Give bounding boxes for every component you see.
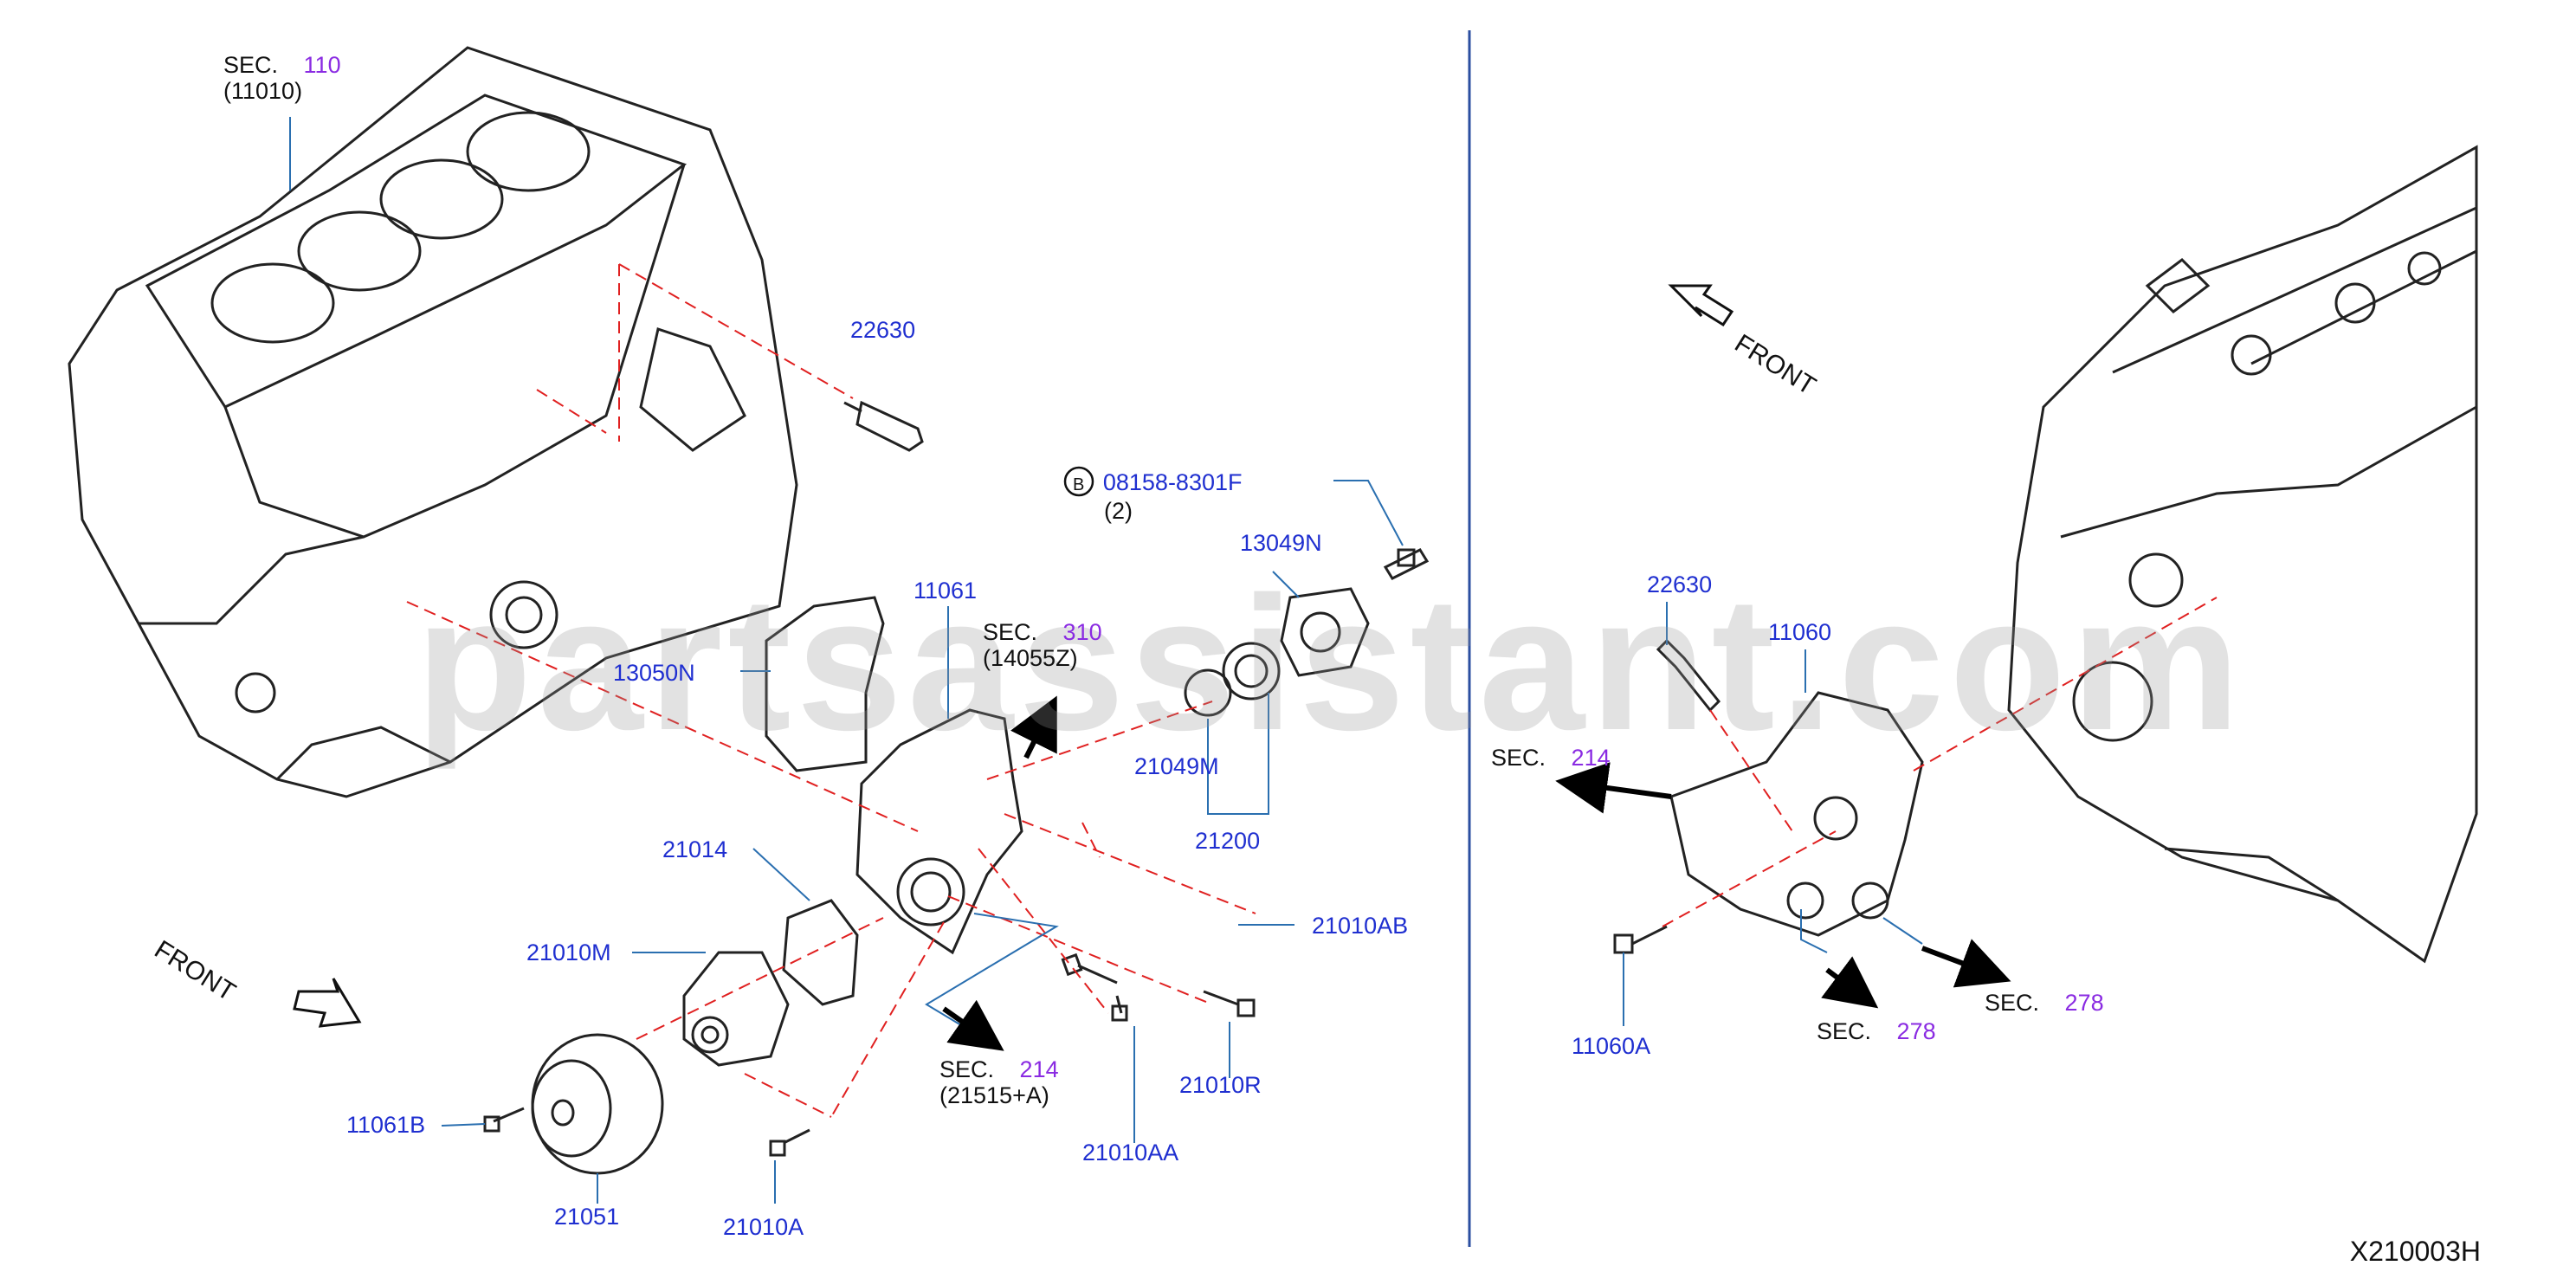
part-22630-right[interactable]: 22630 <box>1647 571 1713 597</box>
part-11061[interactable]: 11061 <box>914 578 978 604</box>
sec-label: SEC. <box>939 1056 995 1082</box>
part-21051[interactable]: 21051 <box>554 1204 620 1230</box>
part-11060A[interactable]: 11060A <box>1572 1033 1651 1059</box>
water-outlet-11060 <box>1669 691 1924 937</box>
sec-278-b-callout: SEC. 278 <box>1985 990 2104 1016</box>
gasket-13050N <box>765 596 885 772</box>
sec-number: 278 <box>1896 1018 1936 1044</box>
part-08158-8301F[interactable]: 08158-8301F <box>1102 469 1243 495</box>
water-pump-21010M <box>682 951 790 1067</box>
sec-110-callout: SEC. 110 (11010) <box>223 52 341 104</box>
front-arrow-left-icon <box>293 978 362 1028</box>
part-11060[interactable]: 11060 <box>1768 619 1832 645</box>
sec-sub: (11010) <box>223 78 303 104</box>
bolt-11060A <box>1613 925 1668 954</box>
sec-number: 214 <box>1019 1056 1059 1082</box>
sec-label: SEC. <box>1985 990 2040 1016</box>
engine-assembly-drawing <box>2007 145 2478 964</box>
flow-arrows-right <box>1555 762 2011 1009</box>
diagram-id: X210003H <box>2349 1236 2481 1267</box>
bolt-ref-letter: B <box>1073 475 1085 494</box>
part-21010M[interactable]: 21010M <box>526 940 611 965</box>
sec-label: SEC. <box>983 619 1038 645</box>
sec-214-left-callout: SEC. 214 (21515+A) <box>939 1056 1059 1108</box>
sensor-22630-left <box>843 400 924 452</box>
bolt-08158-drawing <box>1383 548 1430 580</box>
part-21200[interactable]: 21200 <box>1195 828 1261 854</box>
sec-number: 110 <box>303 52 341 78</box>
bolts-left <box>483 952 1256 1157</box>
thermostat-21200 <box>1184 642 1281 717</box>
part-21014[interactable]: 21014 <box>662 836 728 862</box>
sec-label: SEC. <box>1491 745 1546 771</box>
sec-310-callout: SEC. 310 (14055Z) <box>983 619 1102 671</box>
sec-sub: (14055Z) <box>983 645 1078 671</box>
part-22630-left[interactable]: 22630 <box>850 317 916 343</box>
part-21010AA[interactable]: 21010AA <box>1082 1140 1179 1166</box>
part-21010A[interactable]: 21010A <box>723 1214 804 1240</box>
part-21010R[interactable]: 21010R <box>1179 1072 1262 1098</box>
sec-number: 214 <box>1571 745 1611 771</box>
front-arrow-right-icon <box>1668 284 1734 327</box>
watermark: partsassistant.com <box>416 557 2246 770</box>
sec-label: SEC. <box>1817 1018 1872 1044</box>
part-21010AB[interactable]: 21010AB <box>1312 913 1409 939</box>
thermostat-housing-13049N <box>1280 587 1370 677</box>
bolt-ref-circle <box>1063 466 1094 497</box>
sec-sub: (21515+A) <box>939 1082 1049 1108</box>
alignment-lines-right <box>1662 597 2218 927</box>
alignment-lines-left <box>406 263 1256 1118</box>
part-13050N[interactable]: 13050N <box>613 660 695 686</box>
water-inlet-11061 <box>855 708 1023 955</box>
part-13049N[interactable]: 13049N <box>1240 530 1322 556</box>
part-11061B[interactable]: 11061B <box>346 1112 426 1138</box>
bolt-qty: (2) <box>1104 498 1133 524</box>
sec-number: 278 <box>2064 990 2104 1016</box>
sec-278-a-callout: SEC. 278 <box>1817 1018 1936 1044</box>
gasket-21014 <box>782 899 859 1006</box>
pulley-21051 <box>531 1033 664 1175</box>
leader-lines-left <box>289 117 1404 1204</box>
part-21049M[interactable]: 21049M <box>1134 753 1219 779</box>
flow-arrows-left <box>942 695 1057 1051</box>
cylinder-block-drawing <box>68 46 798 798</box>
bolt-b-callout: B 08158-8301F (2) <box>1071 469 1243 524</box>
leader-lines-right <box>1623 602 1923 1026</box>
sec-number: 310 <box>1062 619 1102 645</box>
sec-214-right-callout: SEC. 214 <box>1491 745 1611 771</box>
sec-label: SEC. <box>223 52 279 78</box>
